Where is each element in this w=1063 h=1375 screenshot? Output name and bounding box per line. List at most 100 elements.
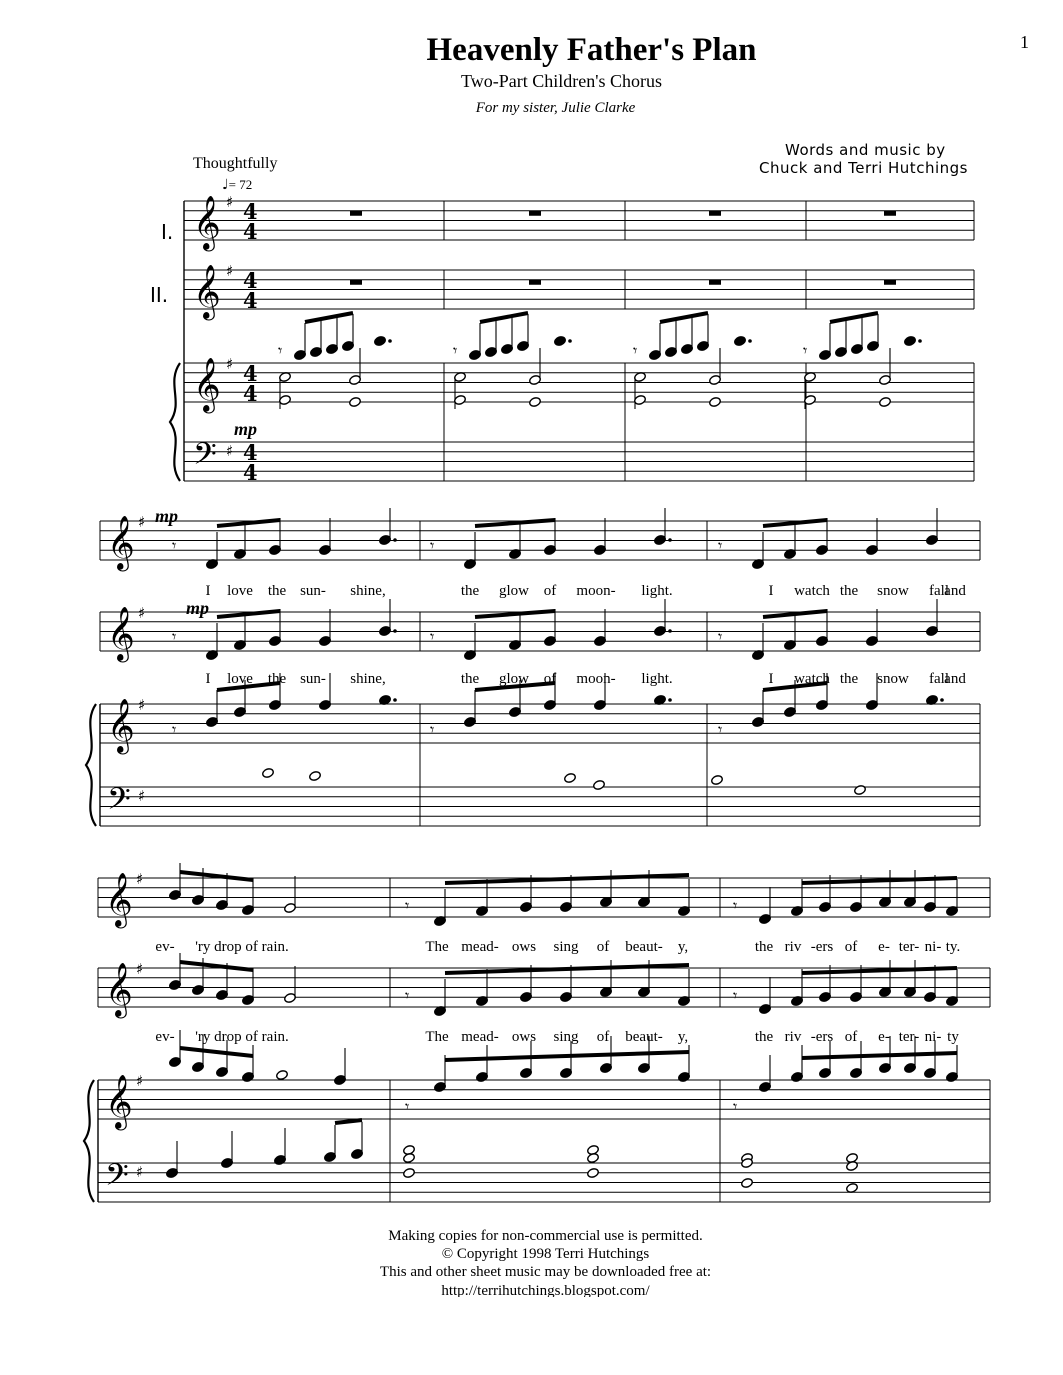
lyric-s2-v2-syllable: sun- (300, 671, 326, 687)
lyric-s3-v1-syllable: ni- (925, 939, 942, 955)
note (697, 314, 709, 351)
eighth-rest: 𝄾 (733, 986, 737, 1005)
lyric-s2-v1-syllable: fall (929, 583, 949, 599)
note (501, 317, 513, 354)
staff-voice-2 (184, 269, 974, 310)
note (654, 695, 672, 705)
augmentation-dot (668, 629, 672, 633)
sharp-icon: ♯ (226, 262, 233, 280)
time-signature-top: 4 (243, 440, 258, 465)
note (509, 522, 521, 559)
note-head (854, 785, 866, 795)
whole-rest (709, 210, 721, 216)
note (804, 372, 816, 409)
beam (762, 609, 828, 619)
note-head (279, 395, 291, 405)
piano-brace (168, 362, 181, 482)
augmentation-dot (388, 339, 392, 343)
note (529, 348, 541, 385)
note (854, 785, 866, 795)
note (850, 1041, 862, 1078)
treble-clef-icon: 𝄞 (107, 606, 135, 663)
sharp-icon: ♯ (136, 1072, 143, 1090)
whole-rest (529, 210, 541, 216)
lyric-s3-v1-syllable: 'ry drop of rain. (195, 939, 289, 955)
note (759, 887, 771, 924)
note (593, 780, 605, 790)
staff-label-part-2: II. (150, 283, 168, 307)
note (242, 878, 254, 915)
note (454, 395, 466, 405)
note-head (711, 775, 723, 785)
note (879, 348, 891, 385)
augmentation-dot (668, 698, 672, 702)
note (784, 522, 796, 559)
note (564, 773, 576, 783)
staff-piano-bass (184, 441, 974, 482)
piano-brace (82, 1079, 95, 1203)
note (166, 1141, 178, 1178)
note (284, 876, 296, 913)
lyric-s2-v2-syllable: the (840, 671, 859, 687)
note (926, 508, 938, 545)
note (904, 336, 922, 346)
note (946, 969, 958, 1006)
lyric-s3-v1-syllable: the (755, 939, 774, 955)
note (544, 673, 556, 710)
dedication: For my sister, Julie Clarke (475, 100, 636, 116)
note (294, 323, 306, 360)
sharp-icon: ♯ (226, 193, 233, 211)
time-signature: 44 (243, 268, 258, 313)
staff-voice-1 (100, 520, 980, 561)
staff-piano-bass (98, 1162, 990, 1203)
bass-clef-icon: 𝄢 (107, 781, 131, 824)
eighth-rest: 𝄾 (733, 896, 737, 915)
staff-piano-treble (100, 703, 980, 744)
lyric-s3-v2-syllable: y, (678, 1029, 688, 1045)
note (242, 968, 254, 1005)
treble-clef-icon: 𝄞 (193, 264, 221, 321)
lyric-s2-v2-syllable: glow (499, 671, 529, 687)
whole-rest (884, 279, 896, 285)
note-head (564, 773, 576, 783)
treble-clef-icon: 𝄞 (105, 962, 133, 1019)
note (334, 1048, 346, 1085)
sharp-icon: ♯ (136, 870, 143, 888)
note (816, 673, 828, 710)
beam (762, 681, 828, 692)
beam (216, 609, 281, 619)
beam (444, 1050, 690, 1062)
lyric-s2-v1-syllable: the (840, 583, 859, 599)
beam (479, 311, 529, 324)
note (926, 599, 938, 636)
note (284, 966, 296, 1003)
dynamic-mp-voice-2: mp (186, 598, 209, 618)
note (594, 609, 606, 646)
treble-clef-icon: 𝄞 (193, 195, 221, 252)
whole-rest (709, 279, 721, 285)
note (866, 518, 878, 555)
note (454, 372, 466, 409)
lyric-s2-v1-syllable: moon- (576, 583, 615, 599)
note (665, 320, 677, 357)
augmentation-dot (940, 698, 944, 702)
footer-copyright: © Copyright 1998 Terri Hutchings (441, 1246, 650, 1262)
whole-rest (350, 210, 362, 216)
lyric-s3-v2-syllable: ni- (925, 1029, 942, 1045)
lyric-s2-v2-syllable: moon- (576, 671, 615, 687)
sharp-icon: ♯ (136, 1163, 143, 1181)
note (469, 323, 481, 360)
note (476, 1045, 488, 1082)
lyric-s2-v2-syllable: light. (641, 671, 672, 687)
beam (334, 1118, 363, 1125)
note (752, 690, 764, 727)
beam (304, 311, 354, 324)
note-head (403, 1153, 415, 1163)
metronome-mark: ♩= 72 (222, 177, 252, 193)
note-head (904, 336, 916, 346)
beam (801, 1051, 958, 1060)
lyric-s3-v2-syllable: The (425, 1029, 449, 1045)
note (634, 372, 646, 409)
beam (474, 609, 556, 619)
lyric-s3-v1-syllable: The (425, 939, 449, 955)
